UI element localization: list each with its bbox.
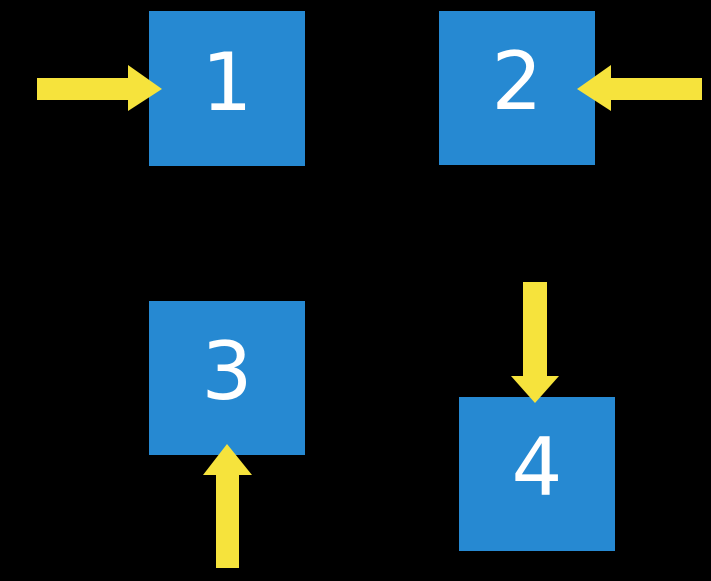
arrow-right-icon xyxy=(37,65,162,111)
box-1-label: 1 xyxy=(201,35,253,129)
arrow-left-icon xyxy=(577,65,702,111)
box-1: 1 xyxy=(149,11,305,166)
box-3-label: 3 xyxy=(201,325,253,418)
box-2-label: 2 xyxy=(491,35,543,128)
box-3: 3 xyxy=(149,301,305,455)
box-4: 4 xyxy=(459,397,615,551)
arrow-down-icon xyxy=(511,282,559,403)
box-2: 2 xyxy=(439,11,595,165)
box-4-label: 4 xyxy=(511,421,563,514)
arrow-up-icon xyxy=(203,444,252,568)
